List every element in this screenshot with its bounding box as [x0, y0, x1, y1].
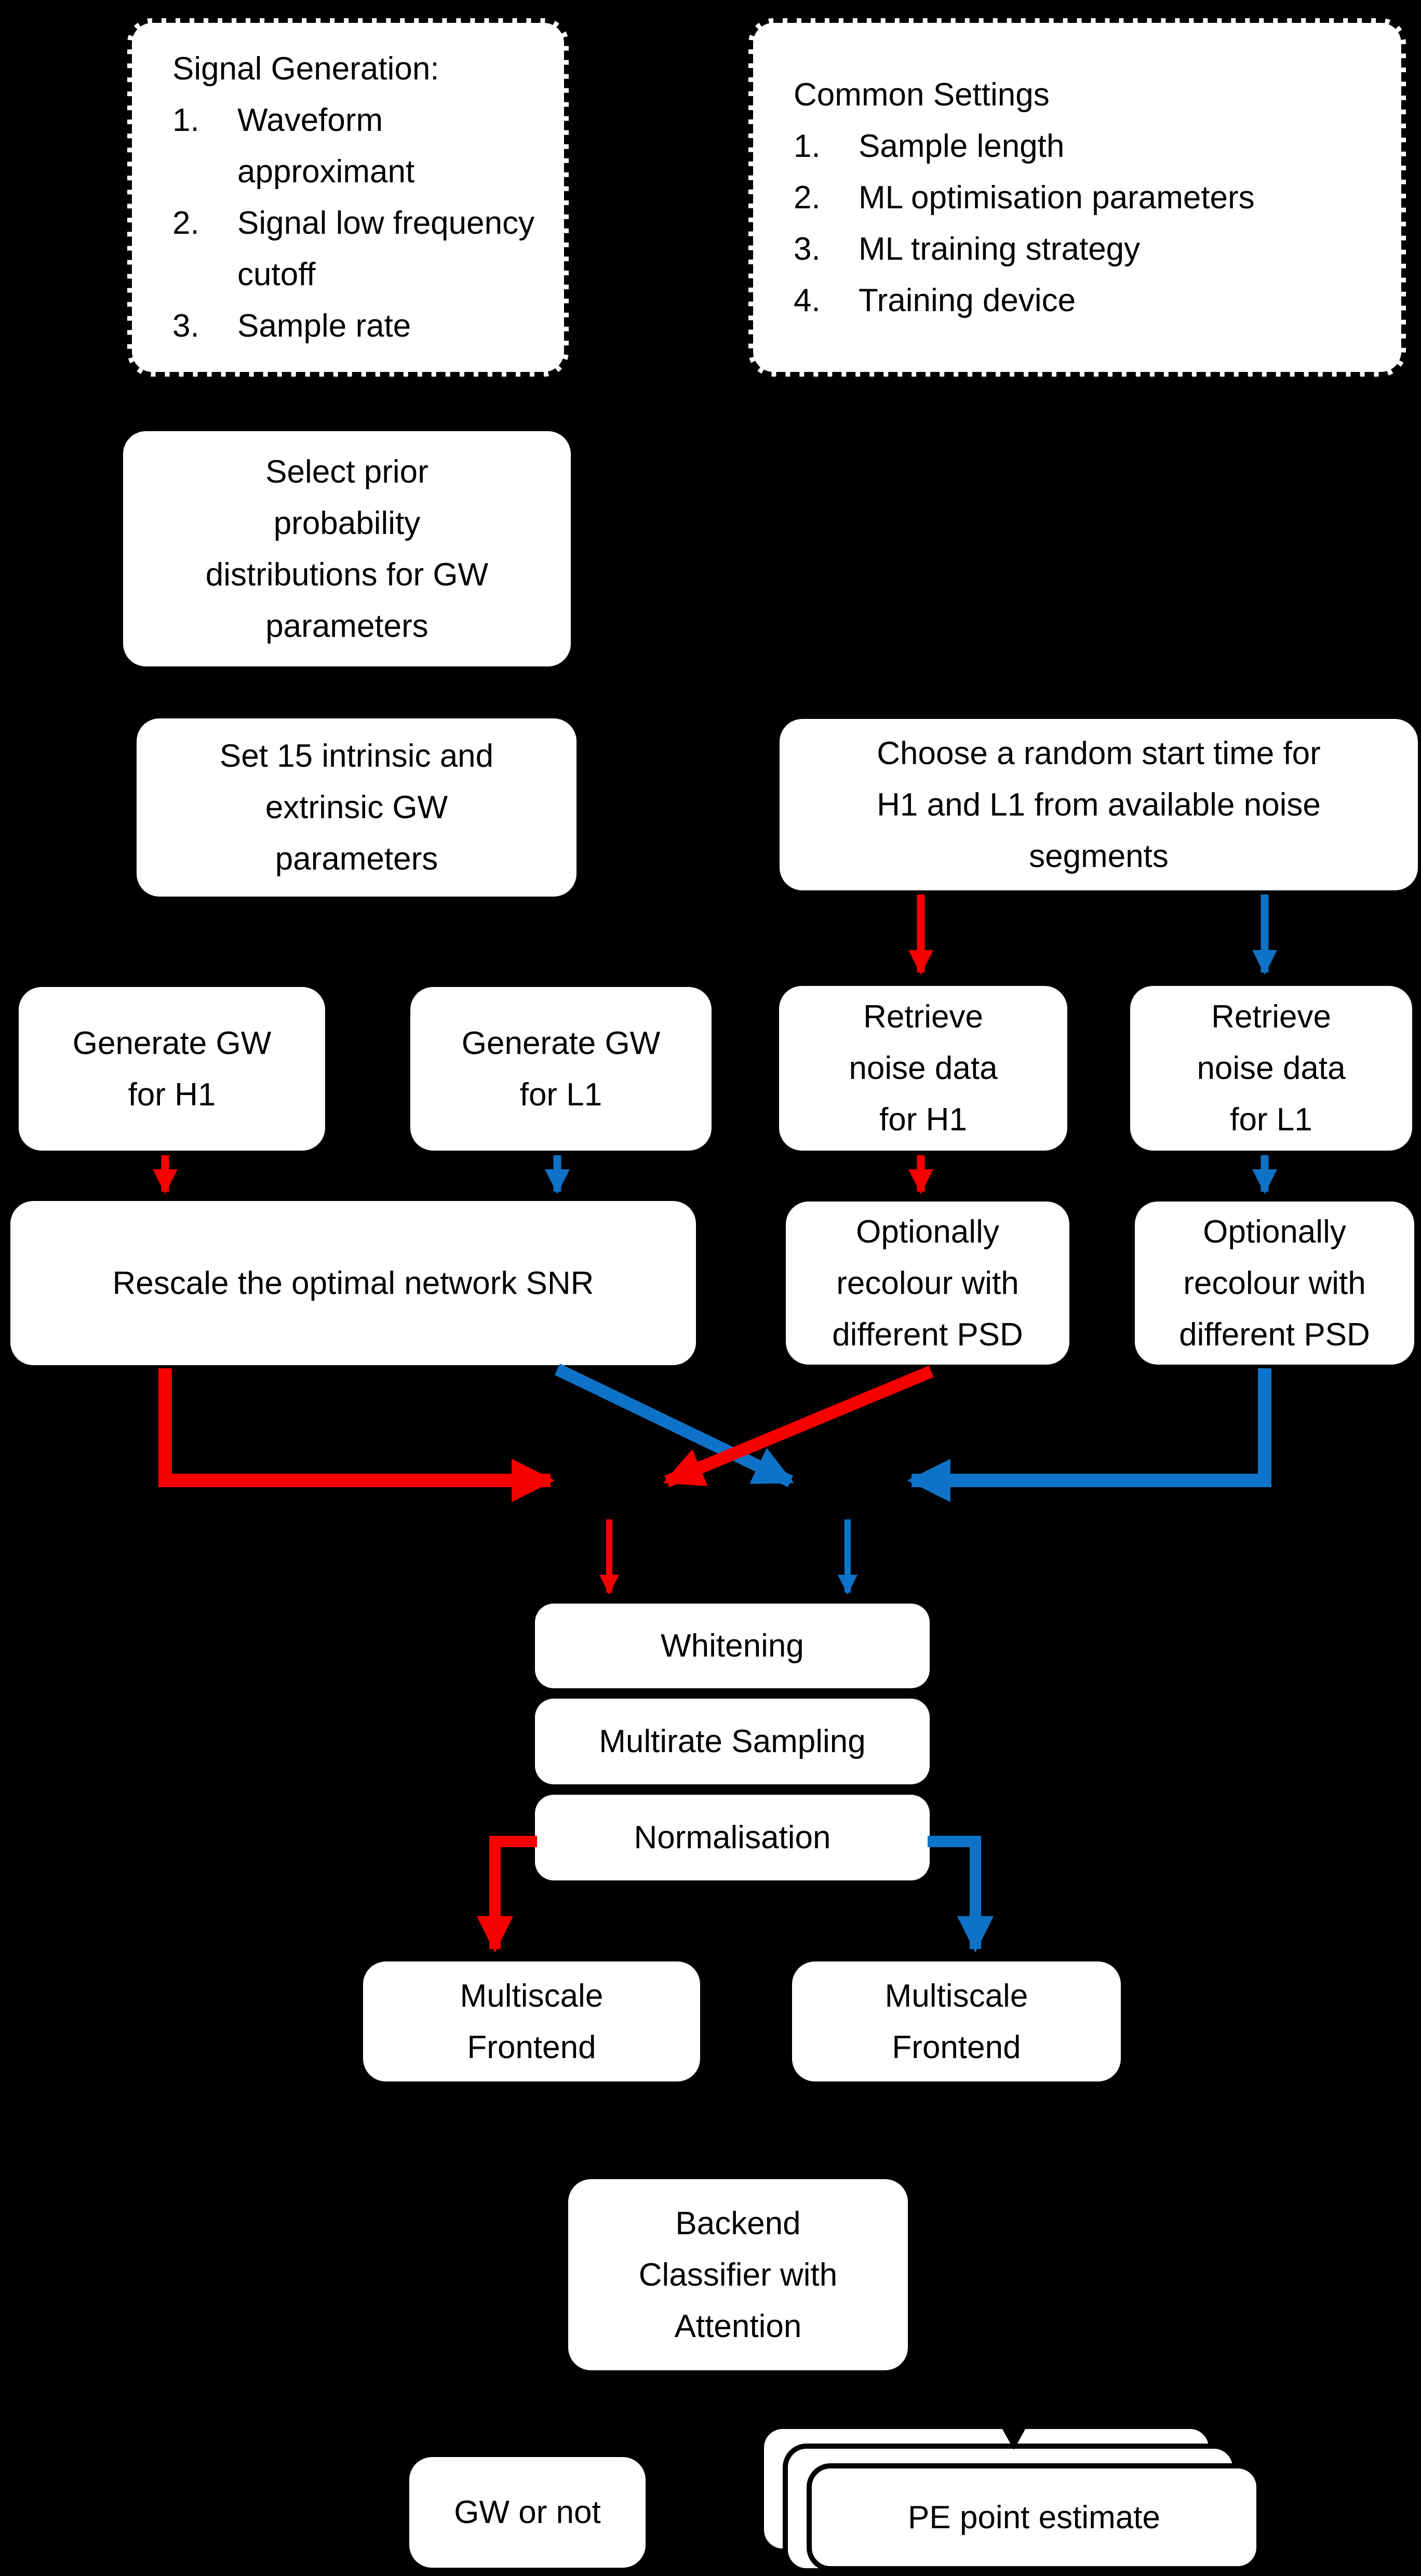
arrow-red-recolour-h1-diagonal [663, 1365, 934, 1488]
node-multiscale-frontend-right: Multiscale Frontend [792, 1961, 1121, 2081]
node-whitening: Whitening [535, 1604, 930, 1688]
list-item: 2. ML optimisation parameters [794, 179, 1255, 216]
signal-generation-title: Signal Generation: [172, 51, 439, 87]
node-backend-classifier: Backend Classifier with Attention [568, 2179, 908, 2370]
node-generate-l1: Generate GW for L1 [410, 987, 712, 1151]
list-item: 3. ML training strategy [794, 231, 1141, 267]
node-generate-h1: Generate GW for H1 [19, 987, 325, 1151]
node-select-prior: Select prior probability distributions f… [123, 431, 571, 666]
node-gw-or-not: GW or not [409, 2457, 646, 2568]
node-choose-start: Choose a random start time for H1 and L1… [780, 719, 1418, 890]
arrow-blue-normalisation-to-multiscale-right [928, 1836, 994, 1953]
common-settings-title: Common Settings [794, 76, 1050, 113]
node-recolour-l1: Optionally recolour with different PSD [1135, 1202, 1414, 1365]
arrow-blue-rescale-l1-diagonal [554, 1364, 794, 1487]
node-retrieve-l1: Retrieve noise data for L1 [1130, 986, 1412, 1151]
list-item: 1. Waveform approximant [172, 102, 415, 190]
node-pe-point-estimate: PE point estimate [807, 2463, 1262, 2571]
list-item: 1. Sample length [794, 128, 1065, 164]
list-item: 3. Sample rate [172, 308, 411, 344]
node-set-parameters: Set 15 intrinsic and extrinsic GW parame… [137, 718, 577, 897]
node-recolour-h1: Optionally recolour with different PSD [786, 1202, 1069, 1365]
node-multirate-sampling: Multirate Sampling [535, 1699, 930, 1784]
arrow-blue-recolour-l1-elbow [907, 1368, 1271, 1502]
node-retrieve-h1: Retrieve noise data for H1 [779, 986, 1067, 1151]
node-normalisation: Normalisation [535, 1795, 930, 1880]
node-rescale-snr: Rescale the optimal network SNR [10, 1201, 696, 1365]
node-common-settings: Common Settings 1. Sample length 2. ML o… [748, 18, 1406, 377]
arrow-red-rescale-h1-elbow [158, 1368, 555, 1502]
node-signal-generation: Signal Generation: 1. Waveform approxima… [127, 18, 569, 377]
arrow-red-normalisation-to-multiscale-left [476, 1836, 537, 1953]
list-item: 2. Signal low frequency cutoff [172, 205, 535, 292]
list-item: 4. Training device [794, 282, 1076, 318]
node-multiscale-frontend-left: Multiscale Frontend [363, 1961, 700, 2081]
